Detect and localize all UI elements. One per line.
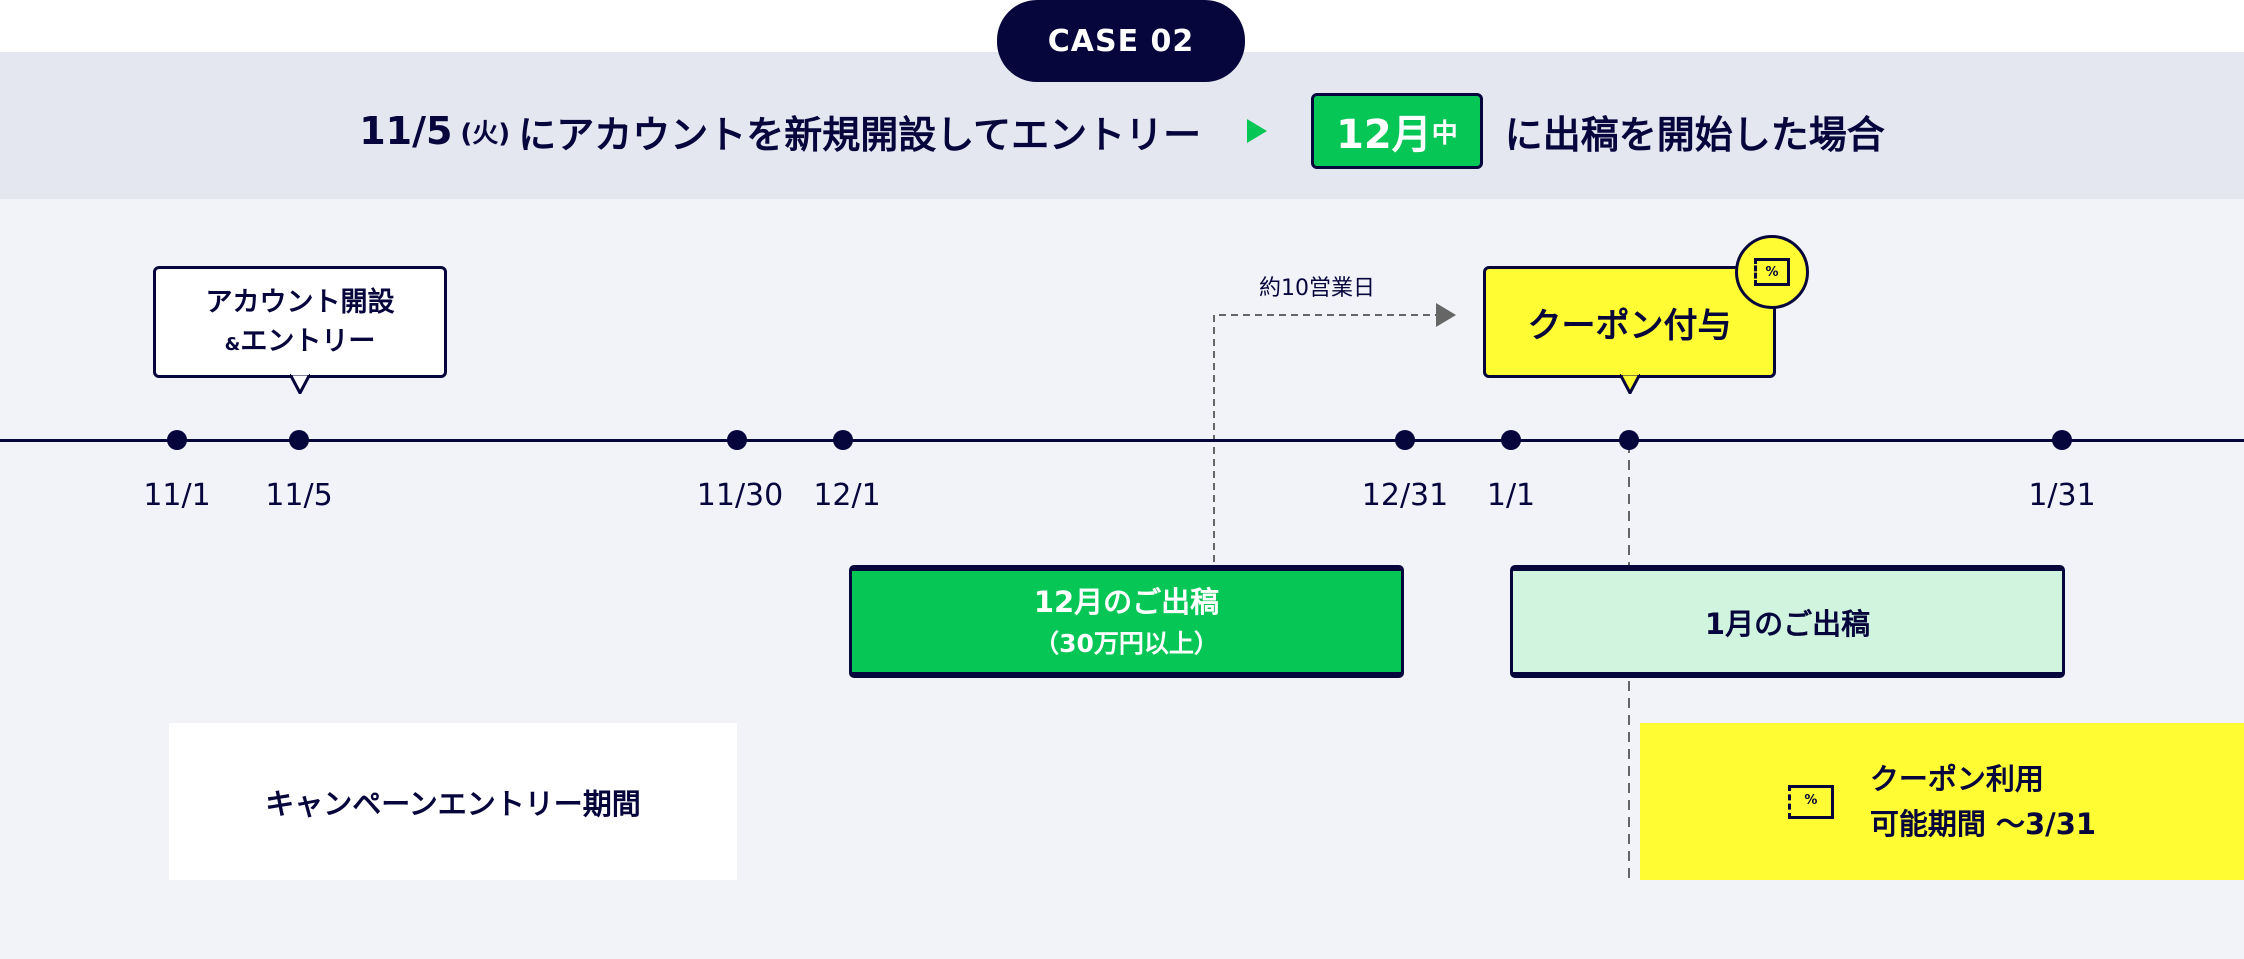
case-badge: CASE 02 — [997, 0, 1245, 82]
date-label: 12/1 — [813, 478, 881, 513]
timeline-dot — [167, 430, 187, 450]
timeline-axis — [0, 439, 2244, 442]
coupon-usage-line1: クーポン利用 — [1869, 761, 2044, 796]
date-label: 1/31 — [2028, 478, 2096, 513]
highlight-suffix: 中 — [1431, 118, 1458, 149]
account-callout-line1: アカウント開設 — [205, 286, 395, 318]
timeline-dot — [727, 430, 747, 450]
coupon-usage-period: % クーポン利用 可能期間 ～3/31 — [1640, 723, 2244, 880]
date-label: 11/1 — [143, 478, 211, 513]
coupon-ticket-icon: % — [1787, 784, 1834, 819]
account-callout-line2: &エントリー — [225, 322, 376, 361]
callout-tail — [1619, 374, 1640, 394]
january-ad-period: 1月のご出稿 — [1510, 565, 2065, 678]
timeline-dot — [1619, 430, 1639, 450]
headline-date: 11/5 — [359, 109, 453, 153]
date-label: 12/31 — [1361, 478, 1449, 513]
december-ad-period: 12月のご出稿 （30万円以上） — [849, 565, 1404, 678]
timeline-dot — [1501, 430, 1521, 450]
entry-label: エントリー — [240, 326, 376, 357]
entry-period-label: キャンペーンエントリー期間 — [265, 786, 641, 821]
account-callout: アカウント開設 &エントリー — [153, 266, 447, 394]
headline-text: にアカウントを新規開設してエントリー — [518, 112, 1202, 157]
timeline-dot — [1395, 430, 1415, 450]
headline-weekday: (火) — [460, 118, 511, 149]
coupon-usage-line2: 可能期間 ～3/31 — [1869, 806, 2097, 841]
january-ad-label: 1月のご出稿 — [1704, 606, 1871, 641]
arrow-right-icon — [1247, 119, 1268, 143]
coupon-usage-text: クーポン利用 可能期間 ～3/31 — [1870, 757, 2096, 847]
highlight-period: 12月中 — [1311, 93, 1483, 169]
highlight-month: 12月 — [1336, 112, 1432, 158]
december-ad-label: 12月のご出稿 — [1033, 585, 1220, 619]
coupon-callout: クーポン付与 — [1483, 266, 1776, 394]
duration-label: 約10営業日 — [1259, 276, 1375, 301]
timeline-dot — [2052, 430, 2072, 450]
ampersand: & — [224, 334, 241, 355]
date-label: 1/1 — [1486, 478, 1536, 513]
coupon-badge: % — [1735, 235, 1809, 309]
headline: 11/5 (火) にアカウントを新規開設してエントリー 12月中 に出稿を開始し… — [0, 93, 2244, 169]
coupon-callout-label: クーポン付与 — [1527, 305, 1732, 346]
december-ad-condition: （30万円以上） — [1034, 628, 1219, 658]
entry-period: キャンペーンエントリー期間 — [169, 723, 737, 880]
headline-text-end: に出稿を開始した場合 — [1504, 112, 1885, 157]
date-label: 11/5 — [265, 478, 333, 513]
coupon-ticket-icon: % — [1754, 258, 1790, 286]
timeline-dot — [289, 430, 309, 450]
date-label: 11/30 — [696, 478, 784, 513]
timeline-dot — [833, 430, 853, 450]
callout-tail — [290, 374, 310, 394]
